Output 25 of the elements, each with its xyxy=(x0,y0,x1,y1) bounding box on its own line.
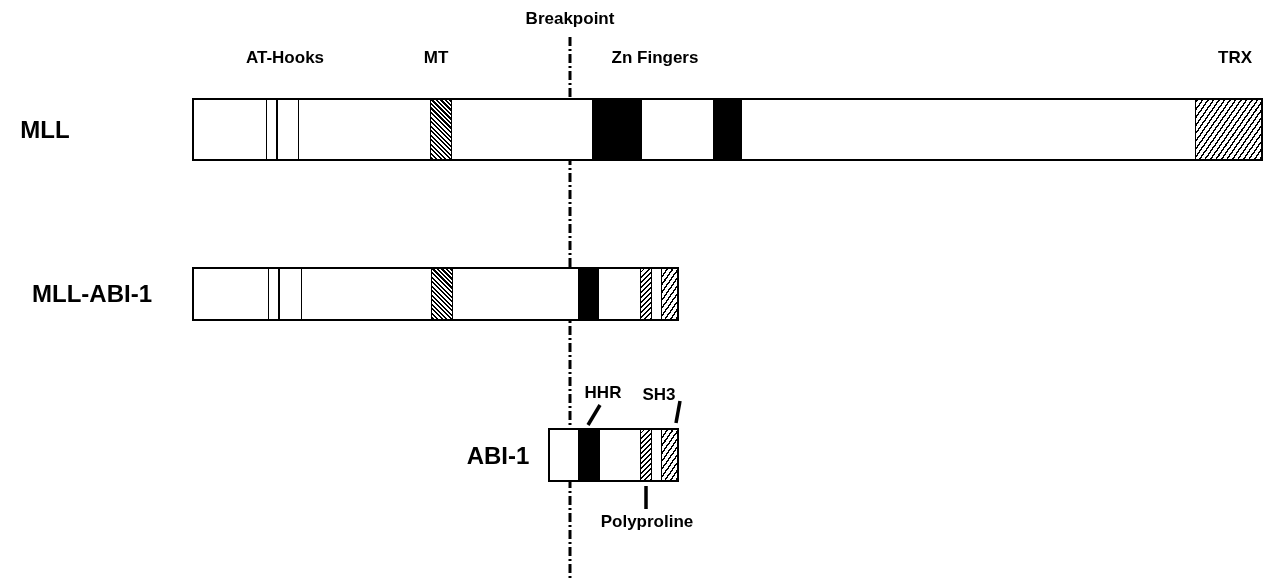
hatched-domain xyxy=(640,430,652,480)
leader-line xyxy=(644,486,648,509)
domain-label: Zn Fingers xyxy=(611,48,699,66)
domain-label: SH3 xyxy=(642,385,676,403)
domain-label: AT-Hooks xyxy=(245,48,325,66)
domain-block xyxy=(578,430,600,480)
domain-label: HHR xyxy=(584,383,622,401)
protein-name: MLL xyxy=(20,118,70,142)
domain-block xyxy=(592,100,642,159)
leader-line xyxy=(674,400,682,424)
protein-name: ABI-1 xyxy=(466,444,530,468)
domain-block xyxy=(713,100,742,159)
hatched-domain xyxy=(640,269,652,319)
domain-block xyxy=(578,269,599,319)
hatched-domain xyxy=(661,430,677,480)
hatched-domain xyxy=(661,269,677,319)
hatched-domain xyxy=(430,100,452,159)
leader-line xyxy=(586,404,602,426)
domain-label: Polyproline xyxy=(600,512,694,530)
hatched-domain xyxy=(1195,100,1261,159)
breakpoint-label: Breakpoint xyxy=(525,9,615,27)
domain-label: TRX xyxy=(1218,48,1252,66)
domain-label: MT xyxy=(423,48,449,66)
hatched-domain xyxy=(431,269,453,319)
protein-name: MLL-ABI-1 xyxy=(32,282,152,306)
